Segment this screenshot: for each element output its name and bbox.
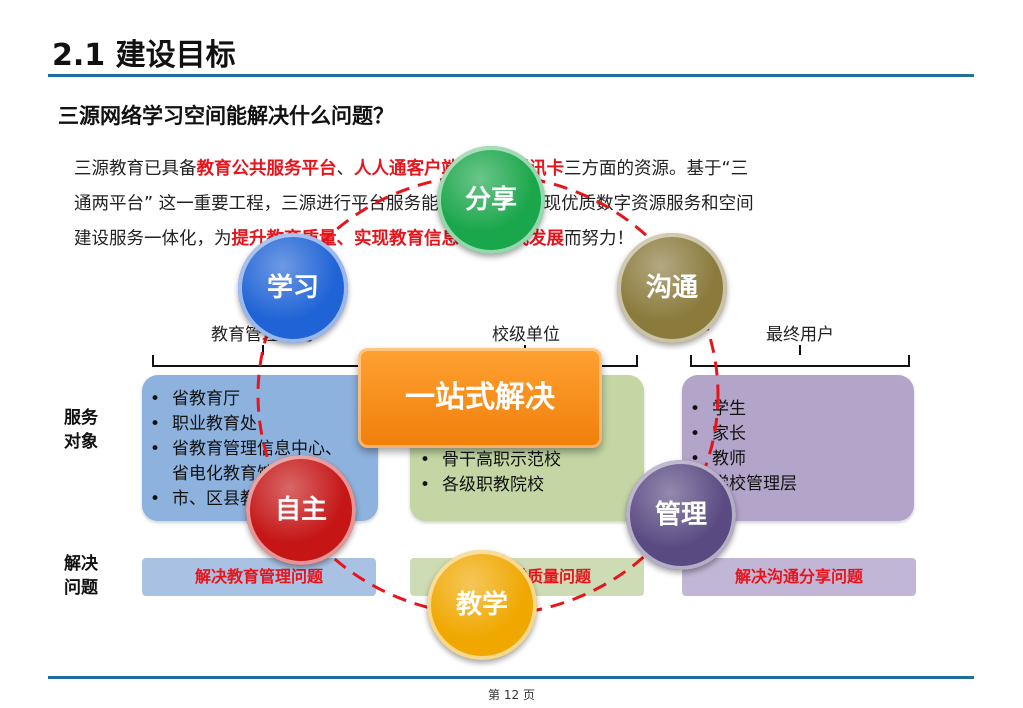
intro-text: 、 xyxy=(336,159,355,179)
bullet-icon: • xyxy=(690,424,701,444)
panel-list-text: 省教育厅 xyxy=(172,389,240,409)
orb-communicate: 沟通 xyxy=(617,233,727,343)
side-label-service-line-2: 对象 xyxy=(64,432,98,452)
side-label-solve-line-2: 问题 xyxy=(64,578,98,598)
orb-teach: 教学 xyxy=(427,550,537,660)
bullet-icon: • xyxy=(420,475,431,495)
panel-list-item: • 各级职教院校 xyxy=(420,473,644,498)
panel-list-item: • 职业教育处 xyxy=(150,412,378,437)
orb-autonomy: 自主 xyxy=(246,455,356,565)
bullet-icon: • xyxy=(150,439,161,459)
bullet-icon: • xyxy=(690,399,701,419)
column-brace-end-user xyxy=(690,345,910,367)
bullet-icon: • xyxy=(150,414,161,434)
side-label-solve: 解决 问题 xyxy=(64,552,98,600)
bullet-icon: • xyxy=(150,389,161,409)
panel-list-text: 学校管理层 xyxy=(712,474,797,494)
panel-list-item: • 学生 xyxy=(690,397,914,422)
side-label-service-line-1: 服务 xyxy=(64,408,98,428)
side-label-solve-line-1: 解决 xyxy=(64,554,98,574)
panel-list-item: 省电化教育馆 xyxy=(150,462,378,487)
panel-list-item: • 省教育管理信息中心、 xyxy=(150,437,378,462)
orb-share: 分享 xyxy=(437,146,545,254)
panel-list-text: 省教育管理信息中心、 xyxy=(172,439,342,459)
slide-subtitle: 三源网络学习空间能解决什么问题？ xyxy=(58,104,394,128)
page-number: 第 12 页 xyxy=(488,688,535,702)
panel-list-text: 省电化教育馆 xyxy=(172,464,274,484)
slide-title: 2.1 建设目标 xyxy=(52,38,236,73)
side-label-service: 服务 对象 xyxy=(64,406,98,454)
intro-highlight-text: 人人通客户端 xyxy=(354,159,459,179)
title-rule xyxy=(48,74,974,77)
panel-list-text: 学生 xyxy=(712,399,746,419)
intro-text: 而努力！ xyxy=(564,229,634,249)
bullet-icon: • xyxy=(690,449,701,469)
orb-manage: 管理 xyxy=(626,460,736,570)
intro-text: 建设服务一体化，为 xyxy=(74,229,232,249)
intro-highlight-text: 教育公共服务平台 xyxy=(196,159,337,179)
problem-bar-management: 解决教育管理问题 xyxy=(142,558,376,596)
footer-rule xyxy=(48,676,974,679)
panel-list-item: • 骨干高职示范校 xyxy=(420,448,644,473)
panel-list-text: 各级职教院校 xyxy=(442,475,544,495)
center-one-stop-box: 一站式解决 xyxy=(358,348,602,448)
intro-text: 三方面的资源。基于“三 xyxy=(564,159,749,179)
orb-learn: 学习 xyxy=(238,233,348,343)
panel-list-text: 家长 xyxy=(712,424,746,444)
intro-text: 通两平台” 这一重要工程，三源进行平台服务能力的整合，实现优质数字资源服务和空间 xyxy=(74,194,754,214)
panel-list-text: 教师 xyxy=(712,449,746,469)
panel-list-item: • 家长 xyxy=(690,422,914,447)
column-label-end-user: 最终用户 xyxy=(766,325,834,345)
intro-line-2: 通两平台” 这一重要工程，三源进行平台服务能力的整合，实现优质数字资源服务和空间 xyxy=(74,187,954,222)
panel-list-item: • 省教育厅 xyxy=(150,387,378,412)
column-label-school: 校级单位 xyxy=(492,325,560,345)
intro-text: 三源教育已具备 xyxy=(74,159,197,179)
panel-list-item: • 教师 xyxy=(690,447,914,472)
bullet-icon: • xyxy=(150,489,161,509)
panel-list-text: 职业教育处 xyxy=(172,414,257,434)
panel-list-text: 骨干高职示范校 xyxy=(442,450,561,470)
problem-bar-communication: 解决沟通分享问题 xyxy=(682,558,916,596)
bullet-icon: • xyxy=(420,450,431,470)
